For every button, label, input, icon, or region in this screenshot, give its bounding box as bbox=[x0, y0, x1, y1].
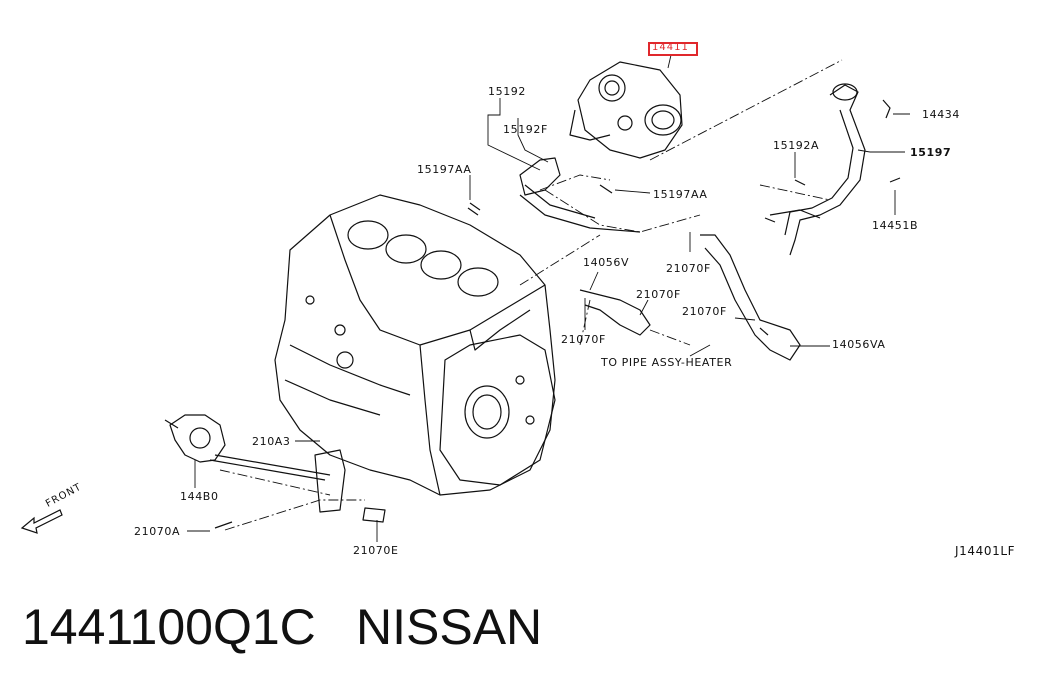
label-15192: 15192 bbox=[488, 85, 526, 98]
label-14056V: 14056V bbox=[583, 256, 630, 269]
water-pump-drawing bbox=[164, 414, 331, 481]
label-210A3: 210A3 bbox=[252, 435, 291, 448]
label-21070F-c: 21070F bbox=[682, 305, 727, 318]
water-hose-drawing bbox=[579, 234, 801, 361]
label-21070F-b: 21070F bbox=[636, 288, 681, 301]
label-15197AA-right: 15197AA bbox=[653, 188, 708, 201]
turbocharger-drawing bbox=[569, 61, 683, 159]
oil-return-pipe-drawing bbox=[769, 83, 866, 256]
label-15192F: 15192F bbox=[503, 123, 548, 136]
label-21070F-d: 21070F bbox=[561, 333, 606, 346]
label-14434: 14434 bbox=[922, 108, 960, 121]
label-14451B: 14451B bbox=[872, 219, 919, 232]
front-arrow-icon bbox=[20, 509, 63, 534]
label-21070F-a: 21070F bbox=[666, 262, 711, 275]
label-15197: 15197 bbox=[910, 146, 952, 159]
bolts-drawing bbox=[214, 99, 901, 529]
label-21070A: 21070A bbox=[134, 525, 181, 538]
oil-pipe-drawing bbox=[519, 157, 641, 233]
footer-part-number: 1441100Q1C bbox=[22, 599, 316, 655]
label-144B0: 144B0 bbox=[180, 490, 219, 503]
label-14056VA: 14056VA bbox=[832, 338, 886, 351]
label-15197AA-left: 15197AA bbox=[417, 163, 472, 176]
parts-diagram bbox=[20, 54, 910, 542]
highlighted-part-label: 14411 bbox=[652, 42, 689, 53]
footer-brand: NISSAN bbox=[356, 599, 543, 655]
bracket-drawing bbox=[314, 449, 386, 523]
label-21070E: 21070E bbox=[353, 544, 399, 557]
highlighted-part-box: 14411 bbox=[648, 42, 698, 56]
label-15192A: 15192A bbox=[773, 139, 820, 152]
engine-block-drawing bbox=[274, 194, 556, 496]
note-to-pipe-assy-heater: TO PIPE ASSY-HEATER bbox=[601, 356, 733, 369]
diagram-id: J14401LF bbox=[955, 544, 1016, 558]
